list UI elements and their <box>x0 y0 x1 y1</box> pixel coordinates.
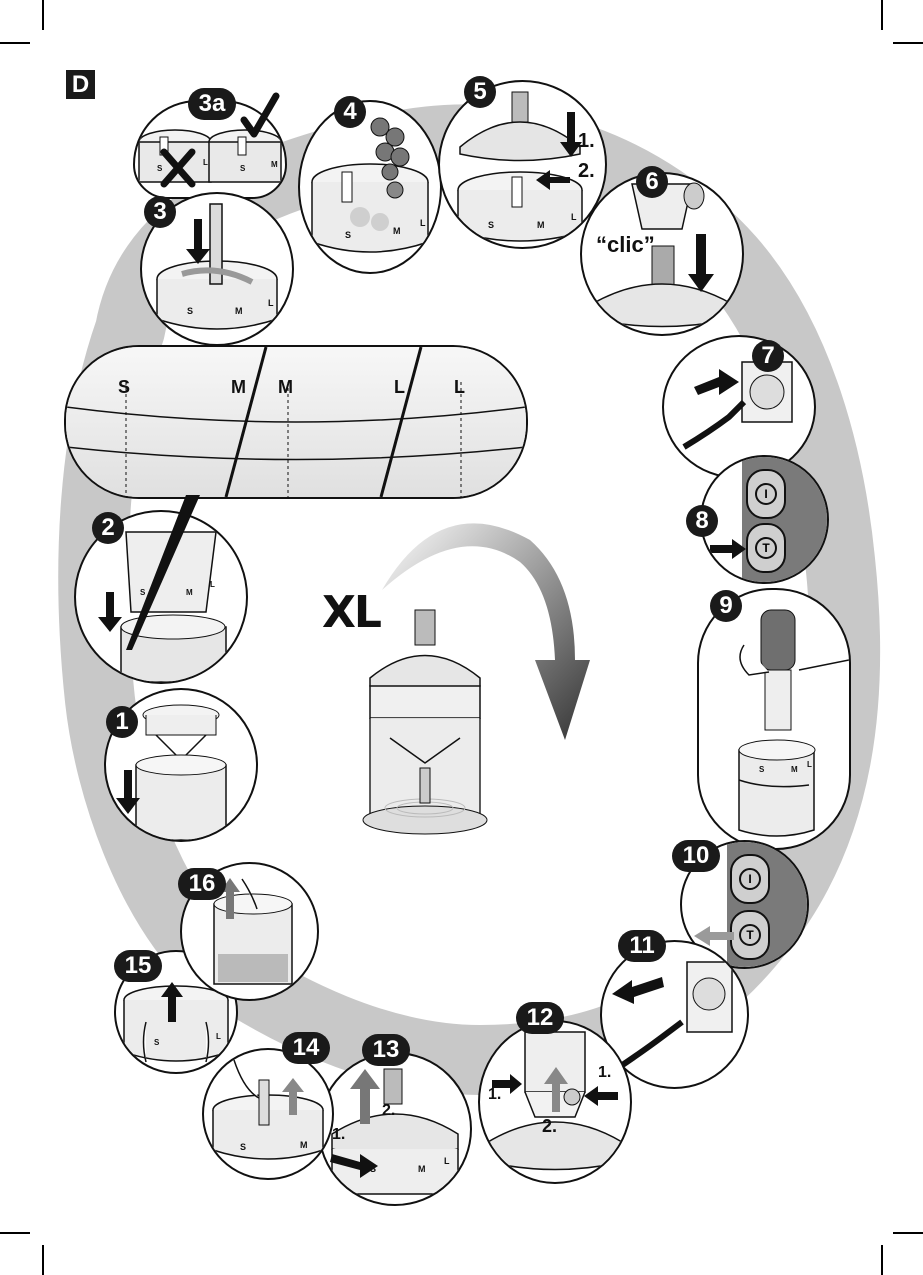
step-12-badge: 12 <box>516 1002 564 1034</box>
power-i-icon: I <box>739 868 761 890</box>
step-12-panel: 1. 1. 2. <box>478 1020 632 1184</box>
xl-chopper-illustration <box>360 608 490 838</box>
step-14-panel: S M <box>202 1048 334 1180</box>
step-8-button-i: I <box>746 469 786 519</box>
section-label: D <box>66 70 95 99</box>
step-13-substep-1: 1. <box>332 1126 346 1143</box>
power-i-icon: I <box>755 483 777 505</box>
step-14-mark-m: M <box>300 1140 308 1150</box>
step-3-mark-l: L <box>268 298 274 308</box>
step-11-badge: 11 <box>618 930 666 962</box>
step-4-mark-m: M <box>393 226 401 236</box>
step-12-substep-1-left: 1. <box>488 1086 502 1103</box>
step-14-mark-s: S <box>240 1142 247 1152</box>
step-3-badge: 3 <box>144 196 176 228</box>
step-6-sound-text: “clic” <box>596 232 655 257</box>
step-8-panel: I T <box>700 455 829 584</box>
step-2-mark-m: M <box>186 588 193 597</box>
step-9-badge: 9 <box>710 590 742 622</box>
release-arrow-icon <box>694 926 734 946</box>
strip-dividers <box>66 347 526 497</box>
strip-seg1-mark-s: S <box>118 377 131 397</box>
strip-seg2-mark-m: M <box>278 377 293 397</box>
turbo-t-icon: T <box>739 924 761 946</box>
step-4-badge: 4 <box>334 96 366 128</box>
step-6-panel: “clic” <box>580 172 744 336</box>
crop-mark-tr-h <box>893 42 923 44</box>
step-12-substep-2: 2. <box>542 1116 558 1136</box>
step-9-mark-m: M <box>791 765 798 774</box>
step-10-button-t: T <box>730 910 770 960</box>
setting-detail-strip: S M M L L <box>64 345 528 499</box>
turbo-t-icon: T <box>755 537 777 559</box>
step-3-mark-s: S <box>187 306 194 316</box>
step-8-badge: 8 <box>686 505 718 537</box>
step-3a-mark-s2: S <box>240 164 246 173</box>
product-size-label: XL <box>322 587 382 638</box>
step-1-badge: 1 <box>106 706 138 738</box>
step-16-badge: 16 <box>178 868 226 900</box>
cross-icon <box>160 148 196 188</box>
step-5-substep-1: 1. <box>578 130 595 152</box>
step-5-badge: 5 <box>464 76 496 108</box>
step-2-mark-s: S <box>140 588 146 597</box>
step-3a-mark-m: M <box>271 160 278 169</box>
step-5-panel: S M L <box>438 80 607 249</box>
step-7-panel <box>662 335 816 479</box>
step-13-mark-m: M <box>418 1164 426 1174</box>
crop-mark-tl-v <box>42 0 44 30</box>
step-13-mark-l: L <box>444 1156 450 1166</box>
step-14-badge: 14 <box>282 1032 330 1064</box>
strip-seg1-mark-m: M <box>231 377 246 397</box>
rotation-arrow-icon <box>382 523 590 740</box>
step-10-badge: 10 <box>672 840 720 872</box>
step-13-mark-s: S <box>370 1164 377 1174</box>
step-5-substep-2: 2. <box>578 160 595 182</box>
crop-mark-tl-h <box>0 42 30 44</box>
crop-mark-bl-h <box>0 1232 30 1234</box>
step-15-badge: 15 <box>114 950 162 982</box>
step-5-mark-l: L <box>571 212 577 222</box>
step-3-mark-m: M <box>235 306 243 316</box>
step-12-substep-1-right: 1. <box>598 1064 612 1081</box>
step-7-badge: 7 <box>752 340 784 372</box>
step-15-mark-l: L <box>216 1032 221 1041</box>
step-9-mark-s: S <box>759 765 765 774</box>
step-9-mark-l: L <box>807 760 812 769</box>
step-4-mark-l: L <box>420 218 426 228</box>
strip-seg2-mark-l: L <box>394 377 405 397</box>
crop-mark-tr-v <box>881 0 883 30</box>
crop-mark-br-h <box>893 1232 923 1234</box>
check-icon <box>240 92 280 138</box>
step-2-badge: 2 <box>92 512 124 544</box>
crop-mark-br-v <box>881 1245 883 1275</box>
step-13-panel: 1. 2. S M L <box>318 1052 472 1206</box>
step-1-panel <box>104 688 258 842</box>
crop-mark-bl-v <box>42 1245 44 1275</box>
step-13-badge: 13 <box>362 1034 410 1066</box>
step-3a-mark-l: L <box>203 158 208 167</box>
step-3a-badge: 3a <box>188 88 236 120</box>
step-6-badge: 6 <box>636 166 668 198</box>
step-3a-mark-s: S <box>157 164 163 173</box>
step-8-button-t: T <box>746 523 786 573</box>
step-5-mark-s: S <box>488 220 495 230</box>
step-15-mark-s: S <box>154 1038 160 1047</box>
step-10-button-i: I <box>730 854 770 904</box>
step-2-mark-l: L <box>210 580 215 589</box>
step-4-mark-s: S <box>345 230 352 240</box>
step-4-panel: S M L <box>298 100 442 274</box>
strip-seg3-mark-l: L <box>454 377 465 397</box>
step-5-mark-m: M <box>537 220 545 230</box>
step-13-substep-2: 2. <box>382 1102 396 1119</box>
press-arrow-icon <box>710 539 746 559</box>
step-9-panel: S M L <box>697 588 851 850</box>
